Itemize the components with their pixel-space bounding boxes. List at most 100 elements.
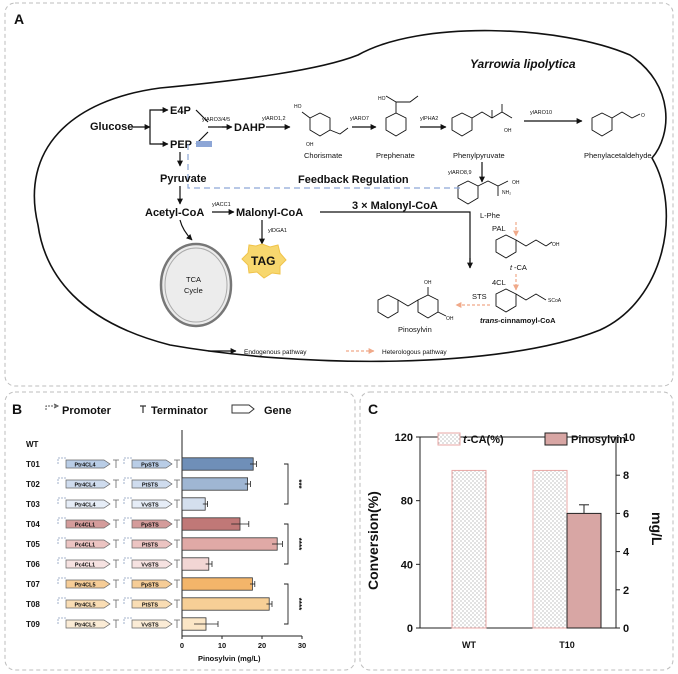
chorismate-label: Chorismate: [304, 151, 342, 160]
tca-conversion-bar: [451, 469, 487, 629]
terminator-icon: [113, 499, 119, 508]
c-right-tick-label: 0: [623, 623, 629, 635]
cinnamoylcoa-scoa: SCoA: [548, 298, 562, 304]
legend-tca-swatch: [437, 432, 461, 446]
chorismate-structure: [301, 111, 349, 137]
enzyme-aro345: ylARO3/4/5: [202, 117, 230, 123]
gene-4cl-arrow: [65, 559, 111, 569]
phenylacetaldehyde-label: Phenylacetaldehyde: [584, 151, 652, 160]
terminator-icon: [113, 619, 119, 628]
promoter-icon: [57, 577, 66, 584]
c-category-label: WT: [462, 640, 476, 650]
gene-sts-arrow: [131, 519, 173, 529]
c-right-tick-label: 4: [623, 547, 630, 559]
tca-cycle-inner: [164, 247, 228, 323]
pinosylvin-label: Pinosylvin: [398, 325, 432, 334]
tca-conversion-bar: [532, 469, 568, 629]
feedback-inhibition-bar: [196, 141, 212, 147]
tca-label-1: TCA: [186, 275, 201, 284]
c-right-tick-label: 2: [623, 585, 629, 597]
gene-4cl-arrow: [65, 579, 111, 589]
gene-4cl-label: Ptr4CL4: [74, 503, 96, 509]
lphe-oh: OH: [512, 180, 520, 186]
terminator-icon: [113, 459, 119, 468]
gene-sts-label: VvSTS: [141, 563, 159, 569]
phenylpyruvate-oh: OH: [504, 128, 512, 134]
terminator-icon: [113, 519, 119, 528]
promoter-icon: [123, 597, 132, 604]
enzyme-dga1: ylDGA1: [268, 228, 287, 234]
legend-tca-rest: -CA(%): [467, 434, 504, 446]
gene-4cl-label: Pc4CL1: [75, 543, 95, 549]
strain-label: T07: [26, 580, 40, 589]
promoter-icon: [57, 597, 66, 604]
gene-4cl-label: Ptr4CL5: [74, 583, 95, 589]
panel-b-frame: [4, 391, 356, 671]
tca-label-2: Cycle: [184, 286, 203, 295]
gene-sts-label: PpSTS: [141, 583, 159, 589]
malonyl-line: [320, 211, 471, 268]
legend-pinosylvin-swatch: [544, 432, 568, 446]
pinosylvin-bar: [181, 577, 253, 591]
promoter-icon: [57, 617, 66, 624]
gene-4cl-label: Ptr4CL4: [74, 463, 96, 469]
tca-cycle-ellipse: [159, 242, 233, 328]
dahp-label: DAHP: [234, 122, 265, 134]
panel-c-label: C: [368, 401, 378, 417]
gene-4cl-label: Ptr4CL5: [74, 603, 95, 609]
chorismate-oh: OH: [306, 142, 314, 148]
phenylpyruvate-label: Phenylpyruvate: [453, 151, 505, 160]
prephenate-label: Prephenate: [376, 151, 415, 160]
promoter-icon: [57, 537, 66, 544]
gene-4cl-arrow: [65, 519, 111, 529]
phenylacetaldehyde-structure: [591, 111, 641, 137]
gene-4cl-arrow: [65, 599, 111, 609]
gene-sts-arrow: [131, 479, 173, 489]
panel-b-label: B: [12, 401, 22, 417]
tca-oh: OH: [552, 242, 560, 248]
phenylpyruvate-structure: [451, 104, 513, 137]
pyruvate-label: Pyruvate: [160, 173, 206, 185]
gene-sts-label: PpSTS: [141, 523, 159, 529]
pinosylvin-bar: [181, 597, 270, 611]
panel-c-ylabel-left: Conversion(%): [365, 491, 381, 590]
lphe-nh2: NH₂: [502, 190, 511, 196]
terminator-icon: [174, 539, 180, 548]
terminator-icon: [113, 599, 119, 608]
strain-label: T05: [26, 540, 40, 549]
strain-label: WT: [26, 440, 39, 449]
promoter-icon: [57, 477, 66, 484]
pinosylvin-oh1: OH: [424, 280, 432, 286]
legend-promoter-icon: [45, 405, 56, 410]
legend-terminator-label: Terminator: [151, 405, 208, 417]
c-category-label: T10: [559, 640, 575, 650]
strain-label: T02: [26, 480, 40, 489]
gene-sts-arrow: [131, 459, 173, 469]
e4p-label: E4P: [170, 105, 191, 117]
c-left-tick-label: 40: [401, 559, 413, 571]
tca-compound-italic: t: [510, 263, 513, 272]
terminator-icon: [174, 579, 180, 588]
b-x-tick-label: 0: [180, 641, 184, 650]
promoter-icon: [57, 557, 66, 564]
pinosylvin-structure: [377, 287, 447, 319]
promoter-icon: [123, 477, 132, 484]
organism-name: Yarrowia lipolytica: [470, 57, 576, 71]
enzyme-pha2: ylPHA2: [420, 116, 438, 122]
legend-terminator-icon: [140, 405, 146, 413]
tca-structure: [495, 234, 553, 259]
gene-sts-label: PtSTS: [142, 543, 159, 549]
enzyme-4cl: 4CL: [492, 278, 506, 287]
gene-4cl-label: Ptr4CL5: [74, 623, 95, 629]
promoter-icon: [57, 457, 66, 464]
legend-heterologous-label: Heterologous pathway: [382, 349, 447, 356]
tag-label: TAG: [251, 254, 275, 268]
gene-4cl-label: Pc4CL1: [75, 563, 95, 569]
strain-label: T06: [26, 560, 40, 569]
enzyme-aro12: ylARO1,2: [262, 116, 286, 122]
significance-label: ****: [294, 598, 303, 611]
gene-4cl-arrow: [65, 619, 111, 629]
c-left-tick-label: 120: [395, 432, 413, 444]
gene-sts-arrow: [131, 559, 173, 569]
